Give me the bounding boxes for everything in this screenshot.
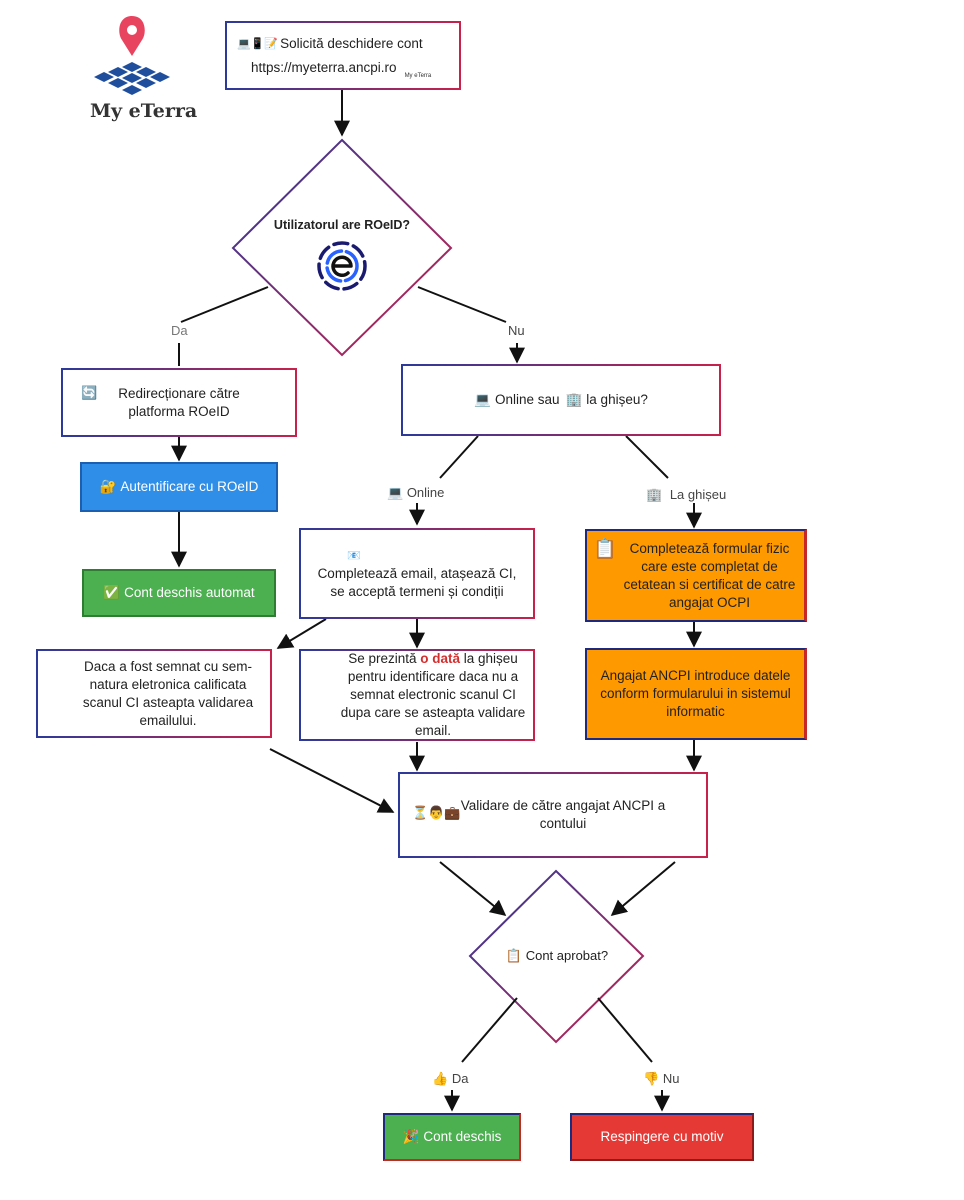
office-once-box: Se prezintă o dată la ghișeu pentru iden… (299, 649, 535, 741)
building-icon: 🏢 (646, 487, 663, 502)
arrow-email-to-signed (276, 618, 327, 649)
decision-diamond-roeid (231, 138, 453, 357)
line-approved-to-nu (597, 997, 653, 1063)
redirect-roeid-box: 🔄 Redirecționare către platforma ROeID (61, 368, 297, 437)
arrow-validate-to-approved-left (439, 861, 507, 917)
building-icon: 🏢 (565, 392, 583, 407)
account-opened-box: 🎉 Cont deschis (383, 1113, 521, 1161)
laptop-icon: 💻 (474, 392, 491, 407)
fill-email-text: Completează email, atașează CI, se accep… (317, 565, 517, 599)
validation-box: ⏳👨💼 Validare de către angajat ANCPI a co… (398, 772, 708, 858)
line-channel-to-online (439, 435, 479, 479)
line-q-to-nu (417, 286, 507, 323)
laptop-icon: 💻 (387, 485, 404, 500)
mini-logo-text: My eTerra (404, 72, 432, 79)
signed-text: Daca a fost semnat cu sem-natura eletron… (82, 658, 254, 728)
fill-email-box: 📧 Completează email, atașează CI, se acc… (299, 528, 535, 619)
line-approved-to-da (461, 997, 518, 1063)
roeid-logo (317, 241, 367, 291)
hourglass-person-briefcase-icon: ⏳👨💼 (412, 805, 461, 820)
edge-label-da: Da (171, 323, 188, 338)
auto-open-box: ✅ Cont deschis automat (82, 569, 276, 617)
edge-label-online: 💻 Online (387, 485, 445, 500)
account-opened-text: Cont deschis (423, 1129, 502, 1144)
email-icon: 📧 (347, 549, 361, 562)
clipboard-icon: 📋 (505, 948, 523, 963)
edge-label-nu: Nu (508, 323, 525, 338)
signed-electronic-box: Daca a fost semnat cu sem-natura eletron… (36, 649, 272, 738)
person-id-icon-center (307, 667, 337, 697)
rejected-text: Respingere cu motiv (600, 1129, 724, 1144)
employee-entry-box: Angajat ANCPI introduce datele conform f… (585, 648, 807, 740)
decision-roeid-text: Utilizatorul are ROeID? (273, 218, 411, 232)
channel-question-box: 💻 Online sau 🏢 la ghișeu? (401, 364, 721, 436)
thumbs-up-icon: 👍 (432, 1071, 449, 1086)
start-url[interactable]: https://myeterra.ancpi.ro (251, 59, 397, 75)
check-icon: ✅ (103, 585, 121, 600)
redirect-text: Redirecționare către platforma ROeID (118, 385, 240, 419)
devices-icon: 💻📱📝 (237, 37, 279, 50)
edge-label-nu-approved: 👎 Nu (643, 1071, 680, 1086)
rejected-box: Respingere cu motiv (570, 1113, 754, 1161)
auth-text: Autentificare cu ROeID (120, 479, 259, 494)
edge-label-da-approved: 👍 Da (432, 1071, 469, 1086)
channel-text-2: la ghișeu? (586, 392, 648, 407)
line-q-to-da (180, 286, 269, 323)
arrow-signed-to-validate (269, 748, 395, 813)
physical-form-text: Completează formular fizic care este com… (623, 540, 796, 610)
clipboard-icon: 📋 (593, 539, 617, 560)
lock-icon: 🔐 (99, 479, 117, 494)
my-eterra-logo-mark (94, 16, 170, 95)
arrow-validate-to-approved-right (610, 861, 676, 917)
physical-form-box: 📋 Completează formular fizic care este c… (585, 529, 807, 622)
channel-text-1: Online sau (494, 392, 560, 407)
line-channel-to-ghiseu (625, 435, 669, 479)
person-id-icon-left (39, 675, 67, 703)
employee-entry-text: Angajat ANCPI introduce datele conform f… (600, 668, 791, 719)
logo-text: My eTerra (90, 100, 198, 122)
decision-diamond-approved (468, 869, 645, 1044)
office-once-text: Se prezintă o dată la ghișeu pentru iden… (340, 651, 526, 738)
auto-open-text: Cont deschis automat (124, 585, 255, 600)
validation-text: Validare de către angajat ANCPI a contul… (460, 798, 666, 831)
start-request-box: 💻📱📝 Solicită deschidere cont https://mye… (225, 21, 461, 90)
decision-approved-text: 📋 Cont aprobat? (505, 948, 609, 963)
refresh-icon: 🔄 (81, 385, 98, 400)
start-title: Solicită deschidere cont (280, 35, 423, 51)
office-once-emphasis: o dată (420, 651, 460, 666)
edge-label-ghiseu: 🏢 La ghișeu (646, 487, 727, 502)
auth-roeid-box: 🔐 Autentificare cu ROeID (80, 462, 278, 512)
thumbs-down-icon: 👎 (643, 1071, 660, 1086)
party-popper-icon: 🎉 (402, 1129, 420, 1144)
